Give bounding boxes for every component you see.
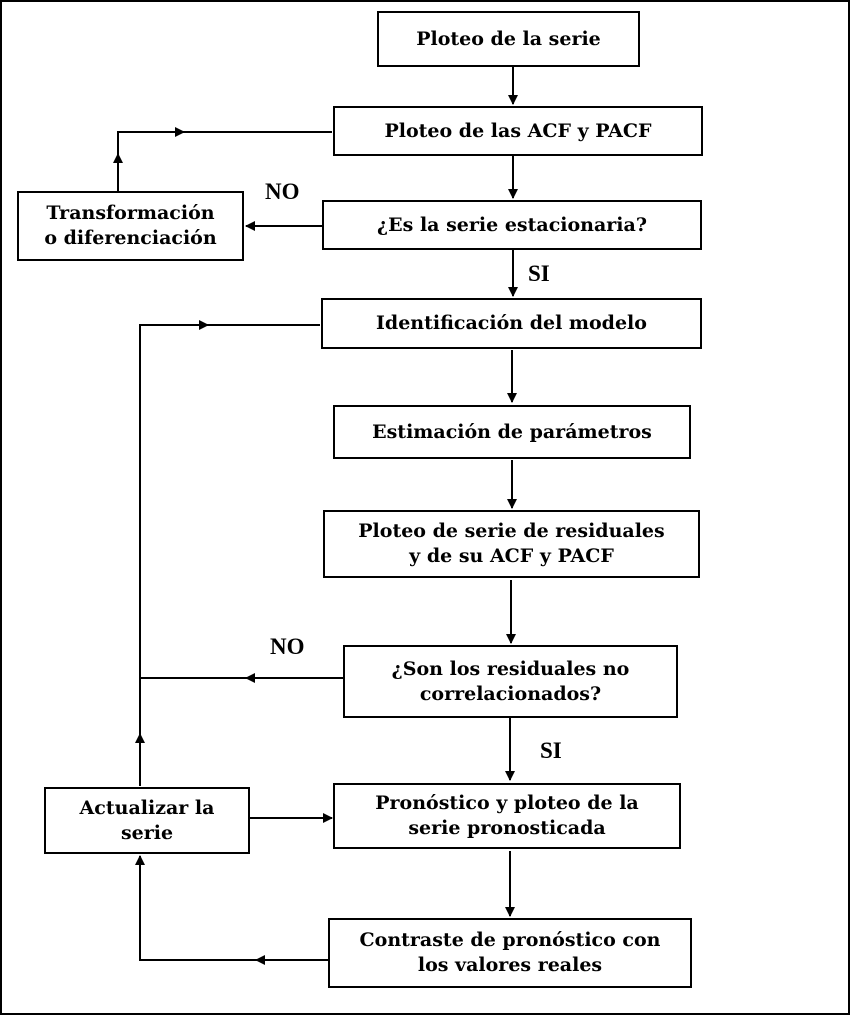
node-text: correlacionados? [419,682,602,705]
label-si-estacionaria: SI [528,261,550,286]
node-text: serie pronosticada [408,817,606,839]
node-residuales-ploteo: Ploteo de serie de residuales y de su AC… [323,510,700,578]
label-no-residuales: NO [270,634,305,659]
node-text: Ploteo de serie de residuales [358,520,665,542]
line-transformacion-top [117,131,332,154]
label-no-estacionaria: NO [265,179,300,204]
node-actualizar: Actualizar la serie [44,787,250,854]
label-si-residuales: SI [540,738,562,763]
node-text: ¿Son los residuales no [391,657,630,680]
node-text: Ploteo de la serie [416,27,601,50]
node-text: Estimación de parámetros [372,420,652,443]
node-ploteo-serie: Ploteo de la serie [377,11,640,67]
node-text: Transformación [46,202,215,224]
node-text: Actualizar la [79,796,215,819]
line-contraste-back [139,856,328,961]
node-text: serie [120,821,174,844]
node-identificacion: Identificación del modelo [321,298,702,349]
node-text: ¿Es la serie estacionaria? [377,213,647,236]
node-text: los valores reales [417,954,603,976]
node-transformacion: Transformación o diferenciación [17,191,244,261]
node-estimacion: Estimación de parámetros [333,405,691,459]
node-pronostico: Pronóstico y ploteo de la serie pronosti… [333,783,681,849]
line-left-loop [139,324,320,786]
node-ploteo-acf: Ploteo de las ACF y PACF [333,106,703,156]
node-text: Ploteo de las ACF y PACF [384,119,652,142]
node-contraste: Contraste de pronóstico con los valores … [328,918,692,988]
node-text: o diferenciación [44,227,217,249]
node-text: y de su ACF y PACF [409,545,614,567]
node-text: Identificación del modelo [376,312,647,334]
node-estacionaria: ¿Es la serie estacionaria? [322,200,702,250]
node-text: Contraste de pronóstico con [359,929,661,951]
node-residuales-corr: ¿Son los residuales no correlacionados? [343,645,678,718]
node-text: Pronóstico y ploteo de la [375,792,639,814]
